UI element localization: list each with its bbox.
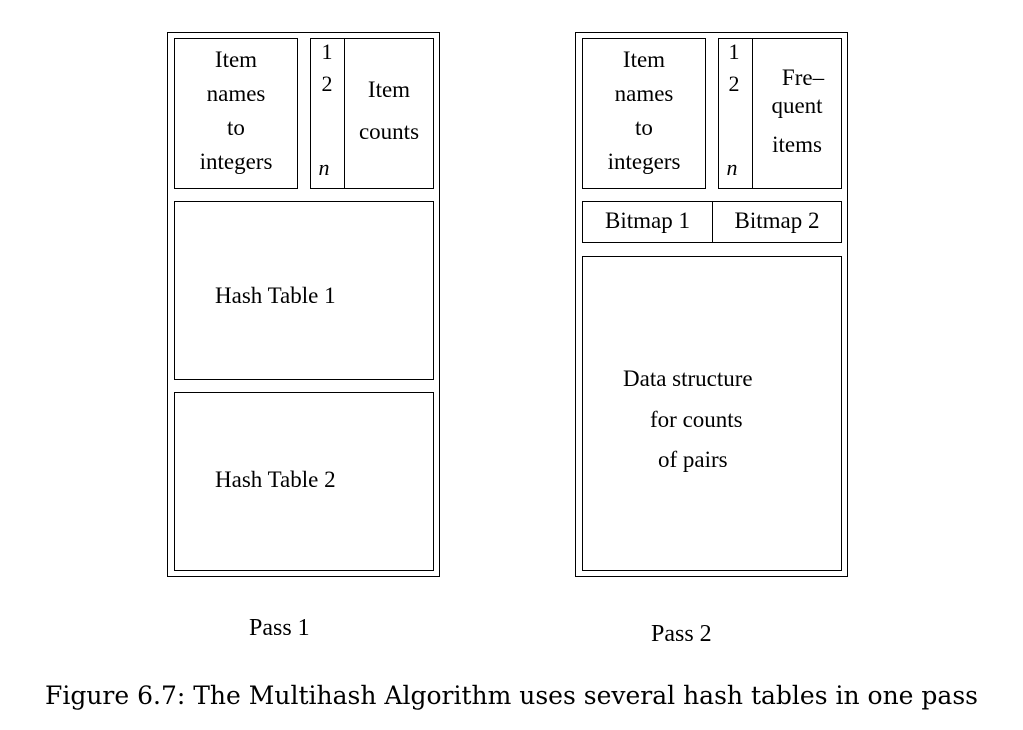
pass2-frequent-items-line3: items xyxy=(772,132,822,157)
pass2-item-names-line3: to xyxy=(635,115,653,140)
pass2-frequent-items-box: Fre– quent items xyxy=(752,38,842,189)
pass1-hash-table-1-label: Hash Table 1 xyxy=(215,283,336,308)
pass2-item-names-line1: Item xyxy=(622,47,666,72)
pass1-item-names-box: Item names to integers xyxy=(174,38,298,189)
pass1-hash-table-2-label: Hash Table 2 xyxy=(215,467,336,492)
pass1-label: Pass 1 xyxy=(249,615,310,641)
pass2-index-last: n xyxy=(726,155,738,180)
pass1-item-counts-line2: counts xyxy=(358,119,420,144)
pass2-frequent-items-line1: Fre– xyxy=(781,65,825,90)
pass2-data-structure: Data structure for counts of pairs xyxy=(582,256,842,571)
pass2-data-structure-line1: Data structure xyxy=(623,366,753,391)
pass2-memory xyxy=(575,32,848,577)
pass1-hash-table-2: Hash Table 2 xyxy=(174,392,434,571)
pass2-item-names-line4: integers xyxy=(607,149,681,174)
pass2-data-structure-line2: for counts xyxy=(650,407,743,432)
pass1-item-names-text: Item names to integers xyxy=(175,43,297,179)
pass1-item-names-line2: names xyxy=(206,81,266,106)
pass2-item-names-box: Item names to integers xyxy=(582,38,706,189)
pass2-item-names-line2: names xyxy=(614,81,674,106)
pass1-index-first: 1 xyxy=(321,39,333,64)
pass1-item-counts-box: Item counts xyxy=(344,38,434,189)
pass2-bitmap-1: Bitmap 1 xyxy=(582,201,713,243)
pass1-item-counts-text: Item counts xyxy=(345,69,433,153)
pass2-item-names-text: Item names to integers xyxy=(583,43,705,179)
pass1-hash-table-1: Hash Table 1 xyxy=(174,201,434,380)
pass1-item-counts-line1: Item xyxy=(367,77,411,102)
pass1-item-names-line1: Item xyxy=(214,47,258,72)
pass2-data-structure-line3: of pairs xyxy=(658,447,728,472)
figure-caption: Figure 6.7: The Multihash Algorithm uses… xyxy=(44,681,978,710)
pass1-item-names-line3: to xyxy=(227,115,245,140)
pass1-index-last: n xyxy=(318,155,330,180)
pass2-bitmap-1-label: Bitmap 1 xyxy=(605,208,690,233)
pass2-index-second: 2 xyxy=(728,71,740,96)
pass1-index-column: 1 2 n xyxy=(310,38,345,189)
pass2-index-first: 1 xyxy=(728,39,740,64)
pass2-index-column: 1 2 n xyxy=(718,38,753,189)
pass2-bitmap-2-label: Bitmap 2 xyxy=(734,208,820,233)
pass2-bitmap-2: Bitmap 2 xyxy=(712,201,842,243)
pass1-memory xyxy=(167,32,440,577)
pass1-item-names-line4: integers xyxy=(199,149,273,174)
pass2-label: Pass 2 xyxy=(651,621,712,647)
pass1-index-second: 2 xyxy=(321,71,333,96)
pass2-frequent-items-line2: quent xyxy=(771,93,823,118)
